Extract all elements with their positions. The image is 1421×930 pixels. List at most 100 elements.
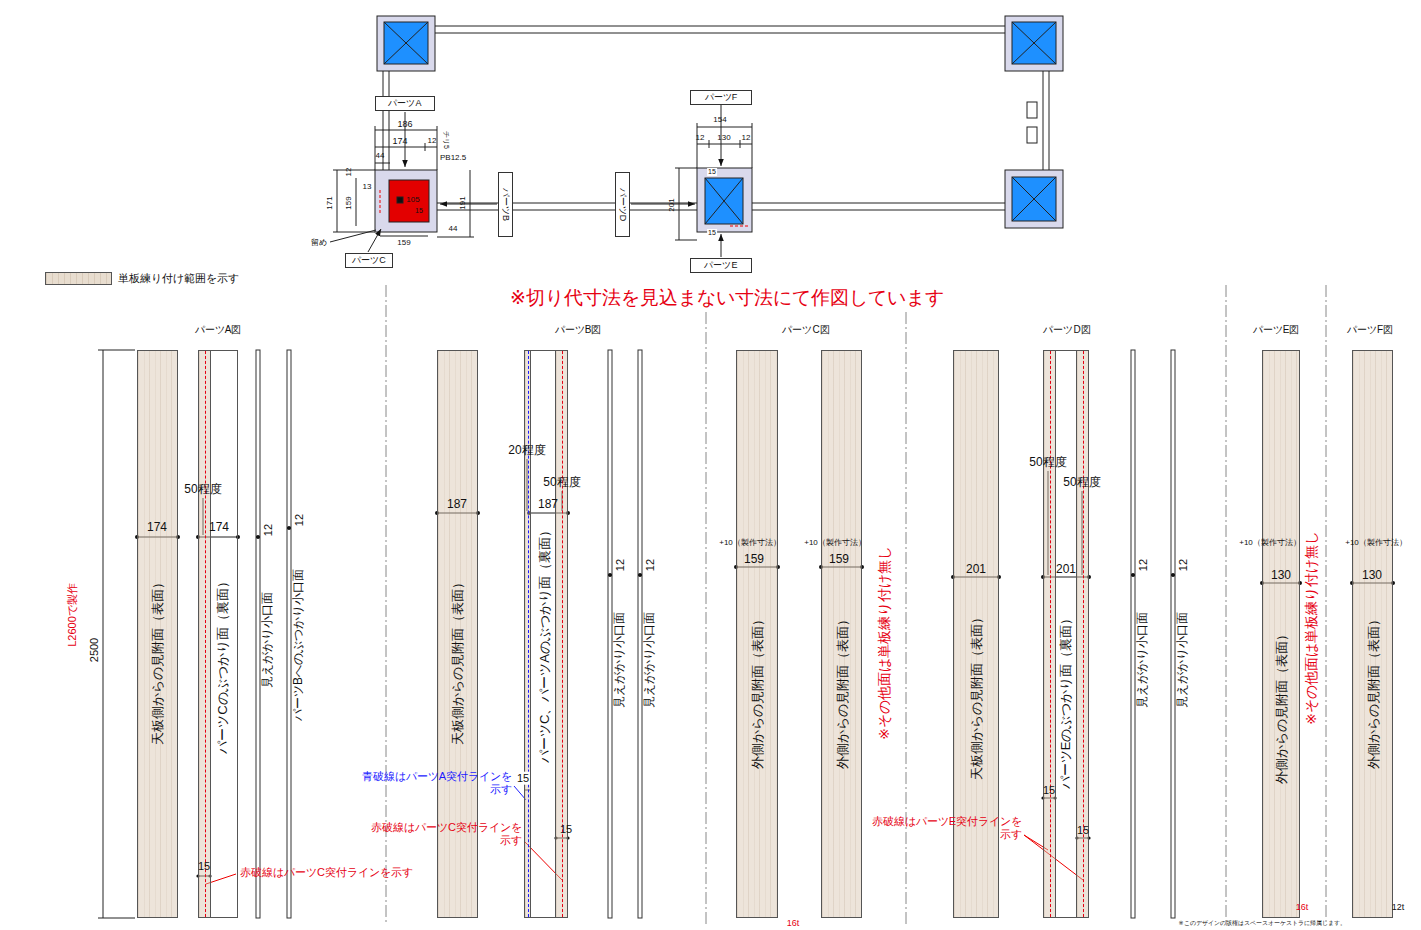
dimension: 187 [447, 498, 467, 512]
dimension: 130 [1271, 569, 1291, 583]
drawing-shape [1027, 127, 1037, 143]
veneer-band [1044, 351, 1056, 917]
drawing-line [384, 22, 428, 64]
cut-allowance: +10（製作寸法） [719, 538, 781, 547]
node-text: 外側からの見附面（表面） [835, 612, 848, 768]
part-tag: パーツE [690, 258, 752, 273]
section-title: パーツA図 [195, 324, 242, 336]
drawing-line [435, 26, 1005, 27]
length-note: L2600で製作 [66, 583, 79, 647]
dimension-dot [608, 573, 612, 577]
drawing-line [1012, 177, 1056, 221]
drawing-line [375, 130, 437, 131]
cut-allowance: +10（製作寸法） [1345, 538, 1407, 547]
dimension: 159 [397, 238, 410, 247]
drawing-line [375, 147, 437, 148]
drawing-line [98, 918, 135, 919]
part-tag: パーツC [345, 253, 393, 268]
dimension: 15 [707, 168, 717, 176]
section-divider [386, 285, 1326, 925]
note-leaders [206, 786, 1083, 884]
butt-line [528, 351, 529, 917]
plan-view [330, 16, 1063, 257]
dimension: 130 [717, 133, 730, 142]
dimension-lines [98, 350, 1393, 918]
drawing-line [333, 170, 375, 171]
drawing-shape [697, 168, 752, 232]
drawing-shape [1012, 177, 1056, 221]
node-text: パーツD [618, 188, 627, 222]
node-text: 外側からの見附面（表面） [1275, 627, 1288, 783]
dimension: 12 [696, 133, 705, 142]
dimension: 15 [415, 207, 423, 215]
dimension: 187 [538, 498, 558, 512]
dimension: 174 [392, 136, 407, 146]
cut-allowance: +10（製作寸法） [804, 538, 866, 547]
joint-note: 留め [311, 238, 327, 247]
drawing-line [98, 350, 135, 351]
dimension: 201 [667, 198, 676, 211]
drawing-shape [287, 350, 291, 918]
drawing-line [1012, 177, 1056, 221]
dimension-dot [1131, 573, 1135, 577]
veneer-face: 天板側からの見附面（表面） [953, 350, 999, 918]
dimension: 15 [707, 229, 717, 237]
node-text: パーツA [388, 99, 421, 108]
drawing-line [1012, 22, 1056, 64]
drawing-shape [1131, 350, 1135, 918]
dimension: 15 [1043, 784, 1055, 797]
dimension: 201 [966, 563, 986, 577]
section-title: パーツE図 [1253, 324, 1300, 336]
dimension: 50程度 [184, 483, 221, 497]
drawing-line [752, 123, 753, 168]
dimension: 174 [147, 521, 167, 535]
drawing-line [709, 140, 710, 148]
section-title: パーツF図 [1347, 324, 1393, 336]
drawing-line [679, 168, 680, 240]
drawing-line [440, 204, 497, 205]
part-tag: パーツB [498, 172, 513, 237]
drawing-line [706, 312, 707, 925]
drawing-line [906, 312, 907, 925]
drawing-line [435, 33, 1005, 34]
drawing-line [1226, 285, 1227, 925]
drawing-shape [705, 178, 743, 224]
drawing-line [380, 236, 428, 237]
drawing-line [1049, 71, 1050, 170]
node-text: 天板側からの見附面（表面） [151, 576, 164, 745]
face-label: 見えがかり小口面 [261, 592, 275, 688]
drawing-line [103, 350, 104, 918]
finish-note: ※その他面は単板練り付け無し [1303, 531, 1319, 725]
face-label: 見えがかり小口面 [613, 612, 627, 708]
node-text: パーツC、パーツAのぶつかり面（裏面） [539, 523, 552, 762]
butt-line [205, 351, 206, 917]
drawing-line [740, 140, 741, 148]
dimension-dot [236, 535, 240, 539]
drawing-shape [608, 350, 612, 918]
dimension: 12 [344, 168, 353, 177]
dimension: 50程度 [1063, 476, 1100, 490]
drawing-shape [397, 197, 403, 203]
butt-face: パーツCのぶつかり面（裏面） [198, 350, 238, 918]
dimension: 12 [644, 559, 657, 571]
drawing-note-title: ※切り代寸法を見込まない寸法にて作図しています [506, 285, 948, 311]
drawing-line [1012, 22, 1056, 64]
dimension: チリ5 [442, 131, 450, 149]
drawing-line [675, 240, 697, 241]
dimension: 15 [516, 772, 530, 785]
butt-line [1050, 351, 1051, 917]
drawing-line [470, 170, 471, 237]
drawing-line [705, 178, 743, 224]
drawing-shape [389, 180, 429, 222]
drawing-line [437, 203, 697, 204]
face-label: パーツBへのぶつかり小口面 [292, 569, 306, 721]
node-text: パーツC [352, 256, 386, 265]
dimension: 15 [198, 860, 210, 873]
drawing-line [697, 127, 752, 128]
line-note: 赤破線はパーツC突付ラインを 示す [371, 821, 522, 846]
dimension: 174 [209, 521, 229, 535]
part-tag: パーツF [690, 90, 752, 105]
drawing-line [425, 143, 426, 151]
